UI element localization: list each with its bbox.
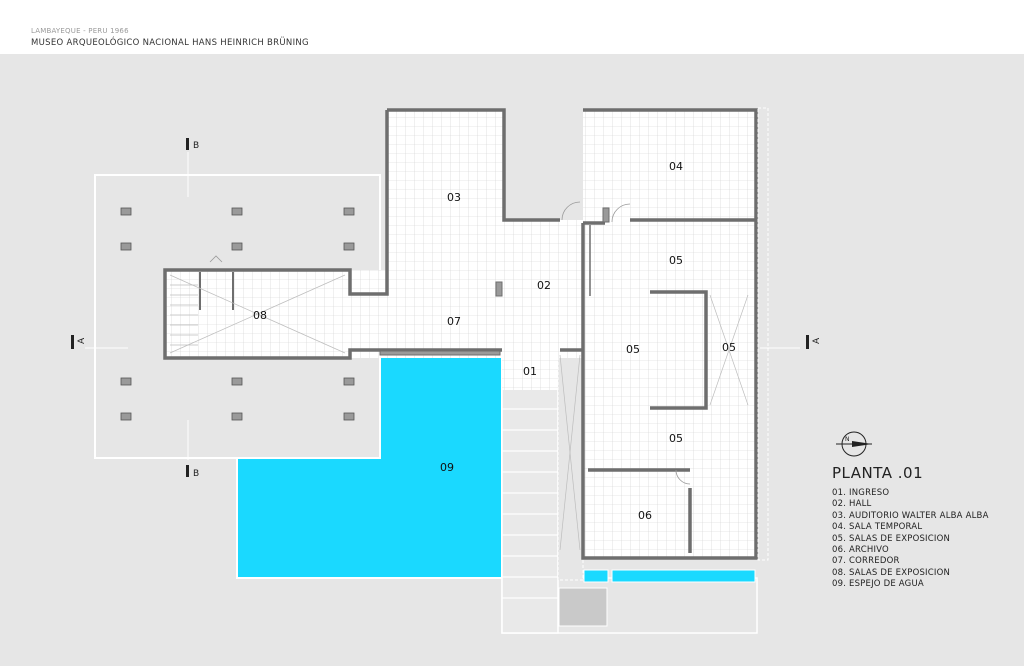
- water-strip-small: [583, 569, 609, 583]
- legend-title: PLANTA .01: [832, 464, 924, 482]
- section-b-bottom-label: B: [193, 469, 199, 479]
- legend-item-02: 02. HALL: [832, 499, 872, 510]
- room-03-label: 03: [447, 191, 461, 204]
- room-05b-label: 05: [626, 343, 640, 356]
- legend-item-04: 04. SALA TEMPORAL: [832, 522, 923, 533]
- room-04-label: 04: [669, 160, 683, 173]
- legend-item-06: 06. ARCHIVO: [832, 545, 889, 556]
- legend-item-03: 03. AUDITORIO WALTER ALBA ALBA: [832, 510, 989, 521]
- header-bar: LAMBAYEQUE - PERU 1966 MUSEO ARQUEOLÓGIC…: [0, 0, 1024, 54]
- legend: PLANTA .01 01. INGRESO 02. HALL 03. AUDI…: [832, 464, 989, 591]
- legend-item-01: 01. INGRESO: [832, 488, 890, 498]
- room-07-label: 07: [447, 315, 461, 328]
- stair-hatch-08: [170, 284, 198, 346]
- room-02-label: 02: [537, 279, 551, 292]
- entrance-stairs: [501, 349, 559, 634]
- header-title: MUSEO ARQUEOLÓGICO NACIONAL HANS HEINRIC…: [31, 38, 309, 48]
- water-strip-long: [611, 569, 756, 583]
- north-label: N: [845, 436, 850, 443]
- room-05c-label: 05: [722, 341, 736, 354]
- room-08-label: 08: [253, 309, 267, 322]
- room-09-label: 09: [440, 461, 454, 474]
- room-05d-label: 05: [669, 432, 683, 445]
- section-lines: [85, 152, 800, 460]
- section-b-top-label: B: [193, 141, 199, 151]
- door-swings: [209, 201, 691, 485]
- roof-pillars: [120, 207, 355, 421]
- diagonal-markings: [169, 274, 749, 551]
- facade-outline: [757, 107, 769, 561]
- section-a-right-label: A: [812, 337, 822, 344]
- legend-item-07: 07. CORREDOR: [832, 556, 900, 567]
- room-06-label: 06: [638, 509, 652, 522]
- wall-details: [199, 207, 610, 356]
- legend-item-09: 09. ESPEJO DE AGUA: [832, 579, 924, 590]
- walls: [163, 108, 758, 560]
- room-05a-label: 05: [669, 254, 683, 267]
- ticket-booth: [558, 587, 608, 627]
- section-a-left-label: A: [77, 337, 87, 344]
- legend-item-08: 08. SALAS DE EXPOSICION: [832, 567, 951, 578]
- north-arrow-icon: [836, 431, 872, 457]
- room-labels: 01 02 03 04 05 05 05 05 06 07 08 09: [253, 160, 736, 522]
- building-floor: [165, 110, 756, 558]
- legend-item-05: 05. SALAS DE EXPOSICION: [832, 533, 951, 544]
- section-markers: [71, 138, 809, 477]
- room-01-label: 01: [523, 365, 537, 378]
- header-subtitle: LAMBAYEQUE - PERU 1966: [31, 27, 129, 35]
